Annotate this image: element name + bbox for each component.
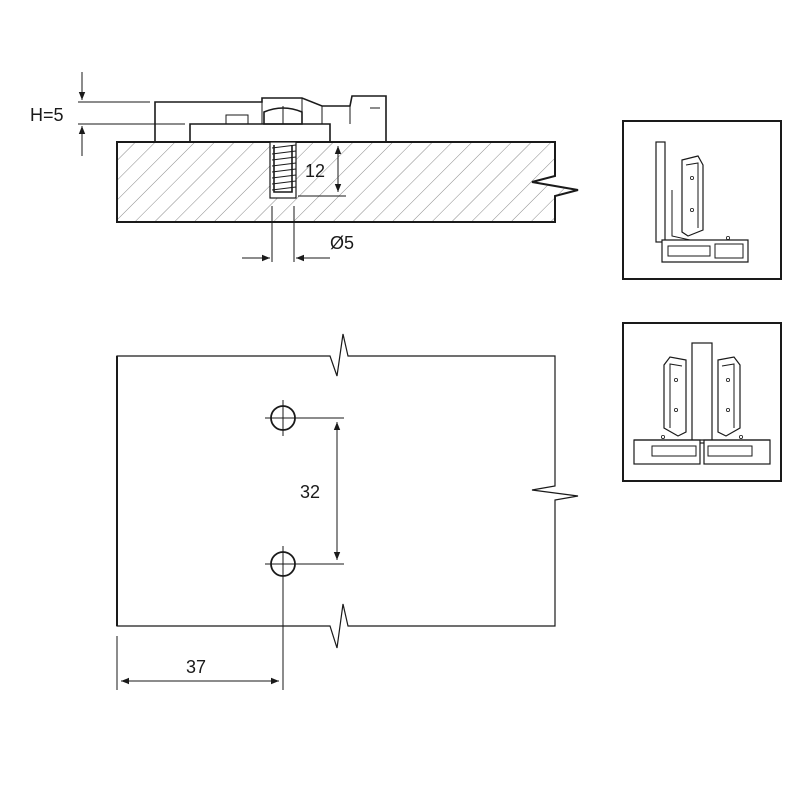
double-hinge-thumbnail <box>622 322 782 482</box>
upper-hole <box>265 400 301 436</box>
mounting-plate <box>154 95 387 143</box>
height-label: H=5 <box>30 105 64 125</box>
spacing-label: 32 <box>300 482 320 502</box>
side-section-view: H=5 12 Ø5 <box>30 72 579 262</box>
diameter-dimension: Ø5 <box>242 206 354 262</box>
depth-label: 12 <box>305 161 325 181</box>
lower-hole <box>265 546 301 690</box>
diameter-label: Ø5 <box>330 233 354 253</box>
panel-outline <box>116 333 579 649</box>
height-dimension: H=5 <box>30 72 185 156</box>
depth-dimension: 12 <box>298 146 346 197</box>
single-hinge-thumbnail <box>622 120 782 280</box>
offset-label: 37 <box>186 657 206 677</box>
board-section <box>116 141 579 223</box>
screw-thread <box>269 141 297 199</box>
top-plan-view: 32 37 <box>116 333 579 690</box>
edge-offset-dimension: 37 <box>116 636 279 690</box>
hole-spacing-dimension: 32 <box>298 417 344 565</box>
